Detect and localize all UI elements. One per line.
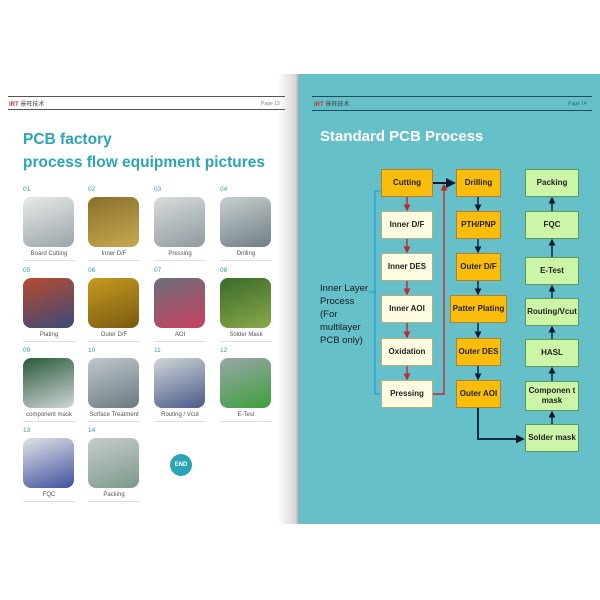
page-spine-shadow xyxy=(278,74,300,524)
header-rule-bottom xyxy=(312,110,592,111)
process-step: Routing/Vcut xyxy=(525,298,579,326)
equipment-photo xyxy=(154,197,205,247)
process-step: HASL xyxy=(525,339,579,367)
equipment-photo xyxy=(220,278,271,328)
equipment-photo xyxy=(88,438,139,488)
equipment-photo xyxy=(23,197,74,247)
tile-number: 11 xyxy=(154,347,161,354)
tile-number: 12 xyxy=(220,347,228,354)
side-label-line: Inner Layer xyxy=(320,283,369,294)
title-line-2: process flow equipment pictures xyxy=(23,154,266,171)
process-step: Solder mask xyxy=(525,424,579,452)
process-step: Outer AOI xyxy=(456,380,501,408)
logo-subtitle: 景旺技术 xyxy=(20,102,45,108)
process-step: E-Test xyxy=(525,257,579,285)
process-step: Drilling xyxy=(456,169,501,197)
side-label-line: (For xyxy=(320,309,338,320)
process-step: Packing xyxy=(525,169,579,197)
process-step: PTH/PNP xyxy=(456,211,501,239)
tile-number: 14 xyxy=(88,427,96,434)
tile-number: 09 xyxy=(23,347,31,354)
equipment-photo xyxy=(88,358,139,408)
logo-brand: IRT xyxy=(314,102,324,108)
tile-caption: Packing xyxy=(88,492,140,502)
side-label-line: Process xyxy=(320,296,355,307)
logo-brand: IRT xyxy=(9,102,19,108)
equipment-photo xyxy=(23,438,74,488)
tile-caption: E-Test xyxy=(220,412,272,422)
company-logo: IRT 景旺技术 xyxy=(9,99,44,108)
equipment-photo xyxy=(154,278,205,328)
tile-caption: Pressing xyxy=(154,251,206,261)
process-step: Inner D/F xyxy=(381,211,433,239)
tile-number: 06 xyxy=(88,267,96,274)
page-number: Page 14 xyxy=(568,101,587,107)
equipment-photo xyxy=(220,358,271,408)
tile-number: 05 xyxy=(23,267,31,274)
tile-number: 07 xyxy=(154,267,162,274)
tile-number: 10 xyxy=(88,347,96,354)
process-step: FQC xyxy=(525,211,579,239)
tile-caption: Board Cutting xyxy=(23,251,75,261)
process-step: Outer D/F xyxy=(456,253,501,281)
equipment-photo xyxy=(23,358,74,408)
tile-caption: Solder Mask xyxy=(220,332,272,342)
tile-number: 13 xyxy=(23,427,31,434)
tile-number: 04 xyxy=(220,186,228,193)
equipment-photo xyxy=(154,358,205,408)
tile-number: 01 xyxy=(23,186,31,193)
process-step: Oxidation xyxy=(381,338,433,366)
equipment-tile[interactable]: 09 component mask xyxy=(23,347,75,422)
header-rule-bottom xyxy=(8,109,285,110)
process-step: Cutting xyxy=(381,169,433,197)
tile-caption: Drilling xyxy=(220,251,272,261)
side-label-line: multilayer xyxy=(320,322,361,333)
process-step: Patter Plating xyxy=(450,295,507,323)
title-line-1: PCB factory xyxy=(23,131,112,148)
process-step: Inner AOI xyxy=(381,295,433,323)
page-title: PCB factory process flow equipment pictu… xyxy=(23,128,265,174)
diagram-title: Standard PCB Process xyxy=(320,128,484,145)
header-rule-top xyxy=(312,96,592,97)
tile-number: 02 xyxy=(88,186,96,193)
tile-caption: Inner D/F xyxy=(88,251,140,261)
equipment-photo xyxy=(88,278,139,328)
equipment-photo xyxy=(23,278,74,328)
tile-caption: component mask xyxy=(23,412,75,422)
end-button[interactable]: END xyxy=(170,454,192,476)
inner-layer-label: Inner Layer Process (For multilayer PCB … xyxy=(320,282,368,347)
tile-caption: AOI xyxy=(154,332,206,342)
tile-number: 08 xyxy=(220,267,228,274)
header-rule-top xyxy=(8,96,285,97)
equipment-photo xyxy=(88,197,139,247)
tile-caption: Surface Treatment xyxy=(88,412,140,422)
company-logo: IRT 景旺技术 xyxy=(314,99,349,108)
process-step: Pressing xyxy=(381,380,433,408)
tile-caption: FQC xyxy=(23,492,75,502)
side-label-line: PCB only) xyxy=(320,335,363,346)
tile-caption: Routing / Vcut xyxy=(154,412,206,422)
page-number: Page 13 xyxy=(261,101,280,107)
tile-caption: Outer D/F xyxy=(88,332,140,342)
process-step: Inner DES xyxy=(381,253,433,281)
process-step: Componen t mask xyxy=(525,381,579,411)
logo-subtitle: 景旺技术 xyxy=(325,102,350,108)
equipment-photo xyxy=(220,197,271,247)
process-step: Outer DES xyxy=(456,338,501,366)
tile-caption: Plating xyxy=(23,332,75,342)
tile-number: 03 xyxy=(154,186,162,193)
